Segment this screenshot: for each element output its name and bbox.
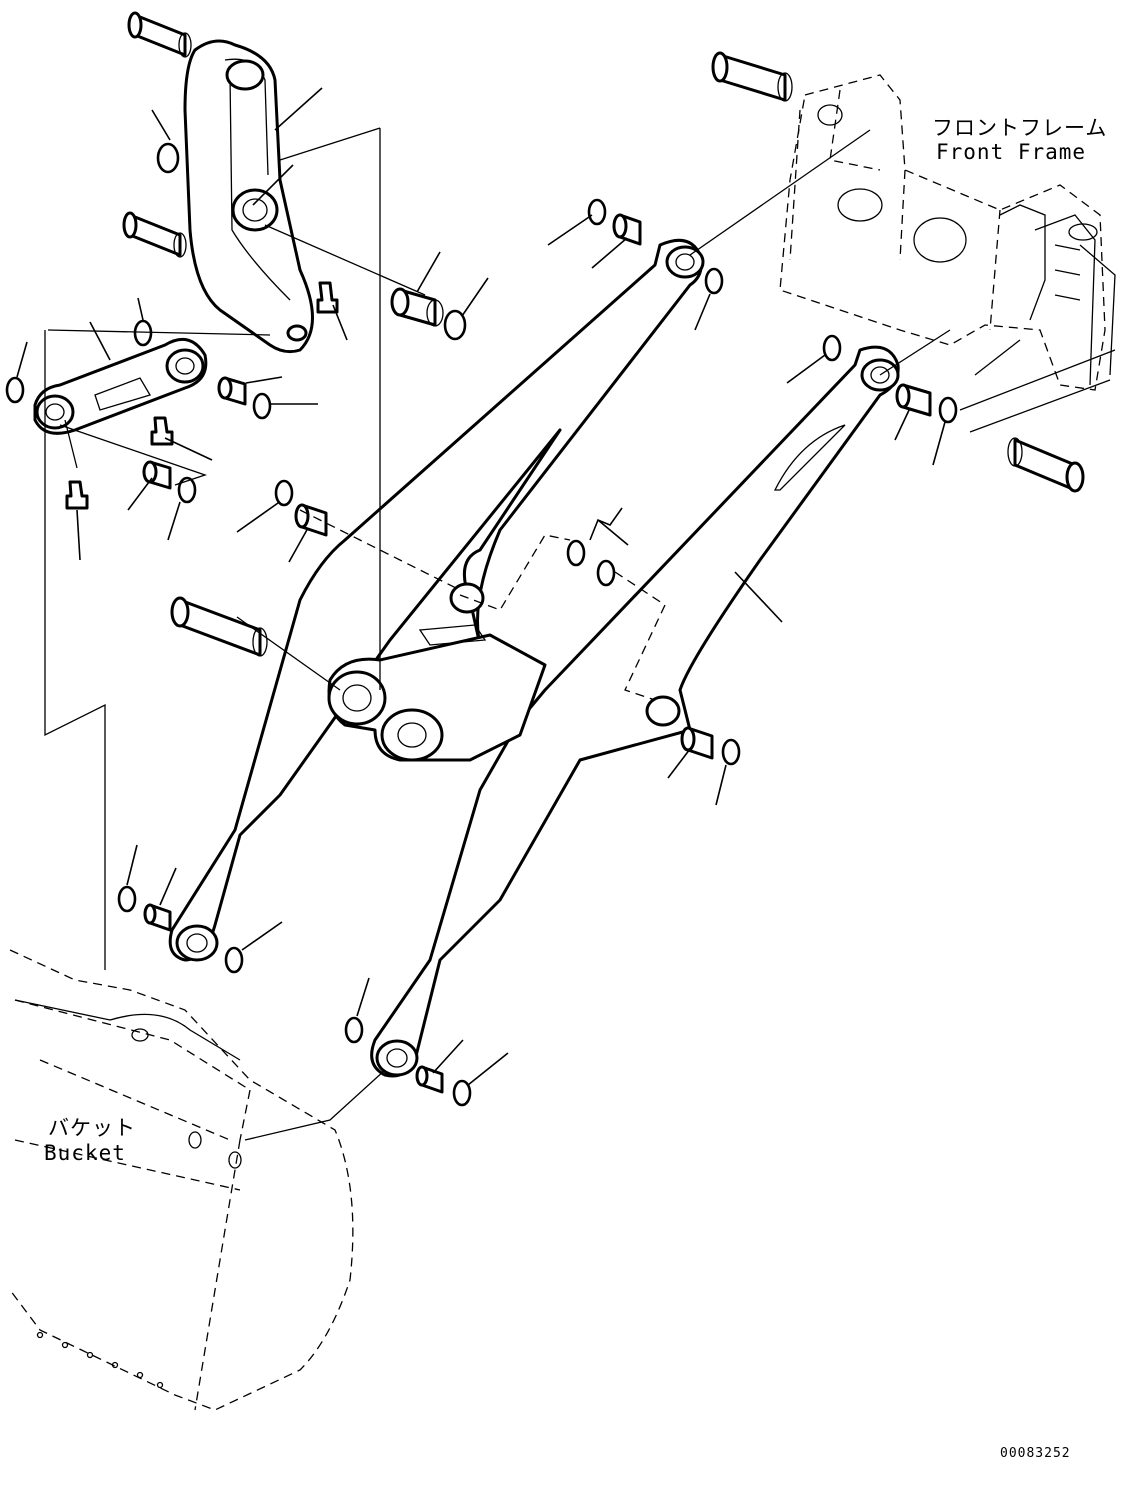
assembly-lines: [44, 127, 1116, 1141]
o-rings: [5, 142, 958, 1107]
pins: [122, 11, 1085, 657]
drawing-number: 00083252: [1000, 1446, 1071, 1461]
front-frame-label-en: Front Frame: [936, 140, 1087, 164]
pin-frame-top: [711, 51, 793, 102]
boom-cross-tube: [327, 624, 547, 762]
bucket: [9, 949, 354, 1411]
bellcrank: [183, 39, 314, 354]
grease-fittings: [65, 281, 339, 510]
bushings: [142, 213, 932, 1094]
pin-top-left: [127, 11, 192, 58]
leader-lines: [16, 87, 946, 1086]
bucket-label-jp: バケット: [48, 1116, 136, 1140]
front-frame: [779, 74, 1106, 391]
pin-frame-right: [1007, 437, 1085, 493]
bucket-label-en: Bucket: [44, 1141, 126, 1165]
boom-left-arm: [168, 238, 705, 962]
pin-bellcrank: [122, 211, 187, 258]
pin-cross-tube: [170, 596, 268, 657]
bucket-link: [33, 337, 208, 435]
front-frame-label-jp: フロントフレーム: [932, 116, 1108, 140]
